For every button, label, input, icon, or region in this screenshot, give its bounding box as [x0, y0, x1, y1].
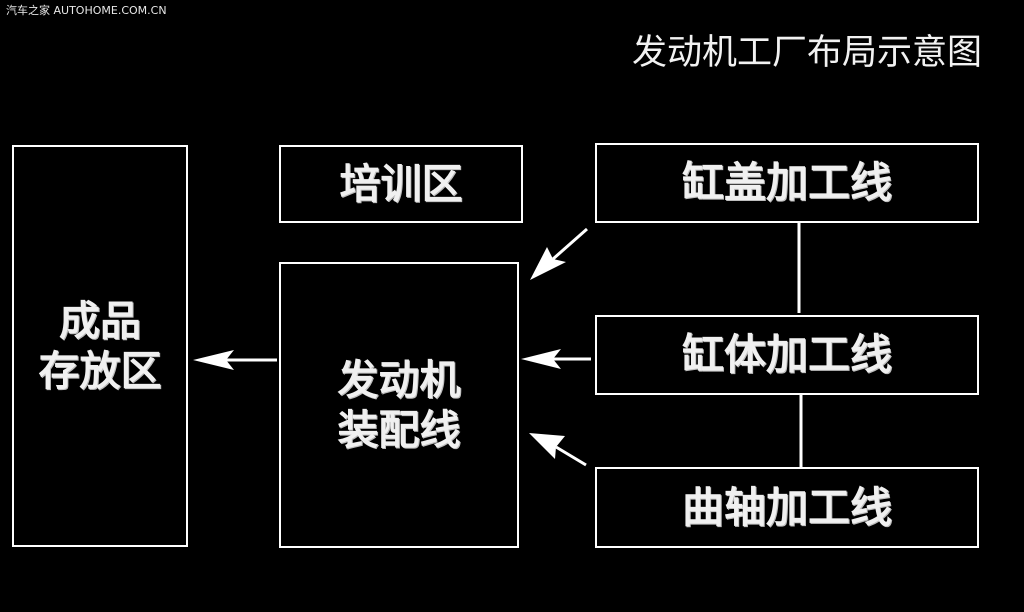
cylinder-head-box: 缸盖加工线 — [595, 143, 979, 223]
arrow-assembly-to-storage — [193, 350, 277, 370]
cylinder-head-label: 缸盖加工线 — [681, 158, 892, 207]
finished-storage-label: 成品 存放区 — [38, 297, 162, 395]
cylinder-block-box: 缸体加工线 — [595, 315, 979, 395]
finished-storage-box: 成品 存放区 — [12, 145, 188, 547]
training-label: 培训区 — [339, 160, 463, 208]
assembly-label: 发动机 装配线 — [337, 356, 461, 454]
arrow-block-to-assembly — [521, 349, 591, 369]
watermark: 汽车之家 AUTOHOME.COM.CN — [6, 4, 167, 17]
crankshaft-label: 曲轴加工线 — [681, 482, 892, 532]
assembly-box: 发动机 装配线 — [279, 262, 519, 548]
training-box: 培训区 — [279, 145, 523, 223]
diagram-title: 发动机工厂布局示意图 — [631, 33, 982, 73]
arrow-head-to-assembly — [530, 227, 588, 280]
cylinder-block-label: 缸体加工线 — [681, 330, 892, 379]
arrow-crankshaft-to-assembly — [529, 433, 587, 467]
crankshaft-box: 曲轴加工线 — [595, 467, 979, 548]
